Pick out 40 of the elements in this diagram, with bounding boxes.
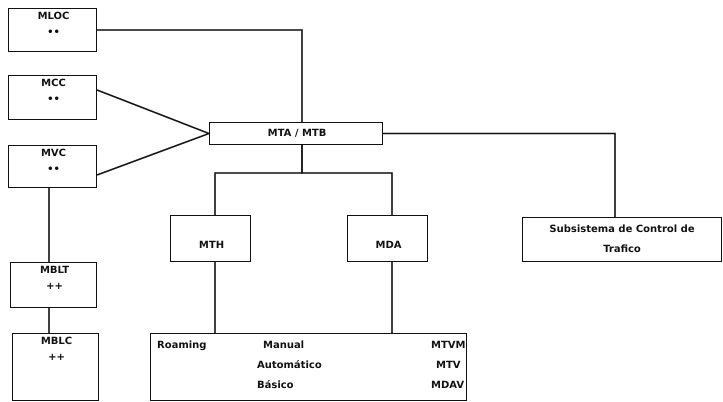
mode-label: MTV [436,360,461,371]
module-box [209,122,383,145]
connector-line [48,188,50,262]
module-box [8,75,97,120]
module-label: MCC [41,78,66,89]
module-box [347,215,428,262]
module-box [170,215,251,262]
module-label: MTA / MTB [268,128,326,139]
connector-line [383,132,616,217]
connector-line [96,89,210,134]
module-label: MDA [376,240,402,251]
connector-line [97,29,303,122]
module-label: MVC [40,148,66,159]
module-label: •• [47,27,60,38]
mode-label: Manual [263,340,304,351]
module-box [12,333,99,401]
connector-line [301,145,393,215]
mode-label: Básico [257,380,294,391]
module-label: •• [47,164,60,175]
connector-line [48,308,50,333]
mode-label: MDAV [431,380,464,391]
mode-label: Roaming [157,340,206,351]
module-label: MTH [198,240,224,251]
module-label: MLOC [38,11,70,22]
connector-line [96,132,210,176]
module-box [8,145,97,188]
module-box [522,217,722,262]
connector-line [214,262,216,333]
module-label: •• [47,94,60,105]
module-box [8,8,97,52]
module-box [10,262,97,308]
connector-line [391,262,393,333]
module-label: ++ [48,352,65,363]
module-label: MBLT [40,265,70,276]
mode-label: Automático [257,360,322,371]
module-box [150,333,467,401]
subsystem-label: Subsistema de Control de Trafico [548,223,696,257]
mode-label: MTVM [431,340,466,351]
module-label: ++ [46,281,63,292]
module-label: MBLC [40,336,72,347]
